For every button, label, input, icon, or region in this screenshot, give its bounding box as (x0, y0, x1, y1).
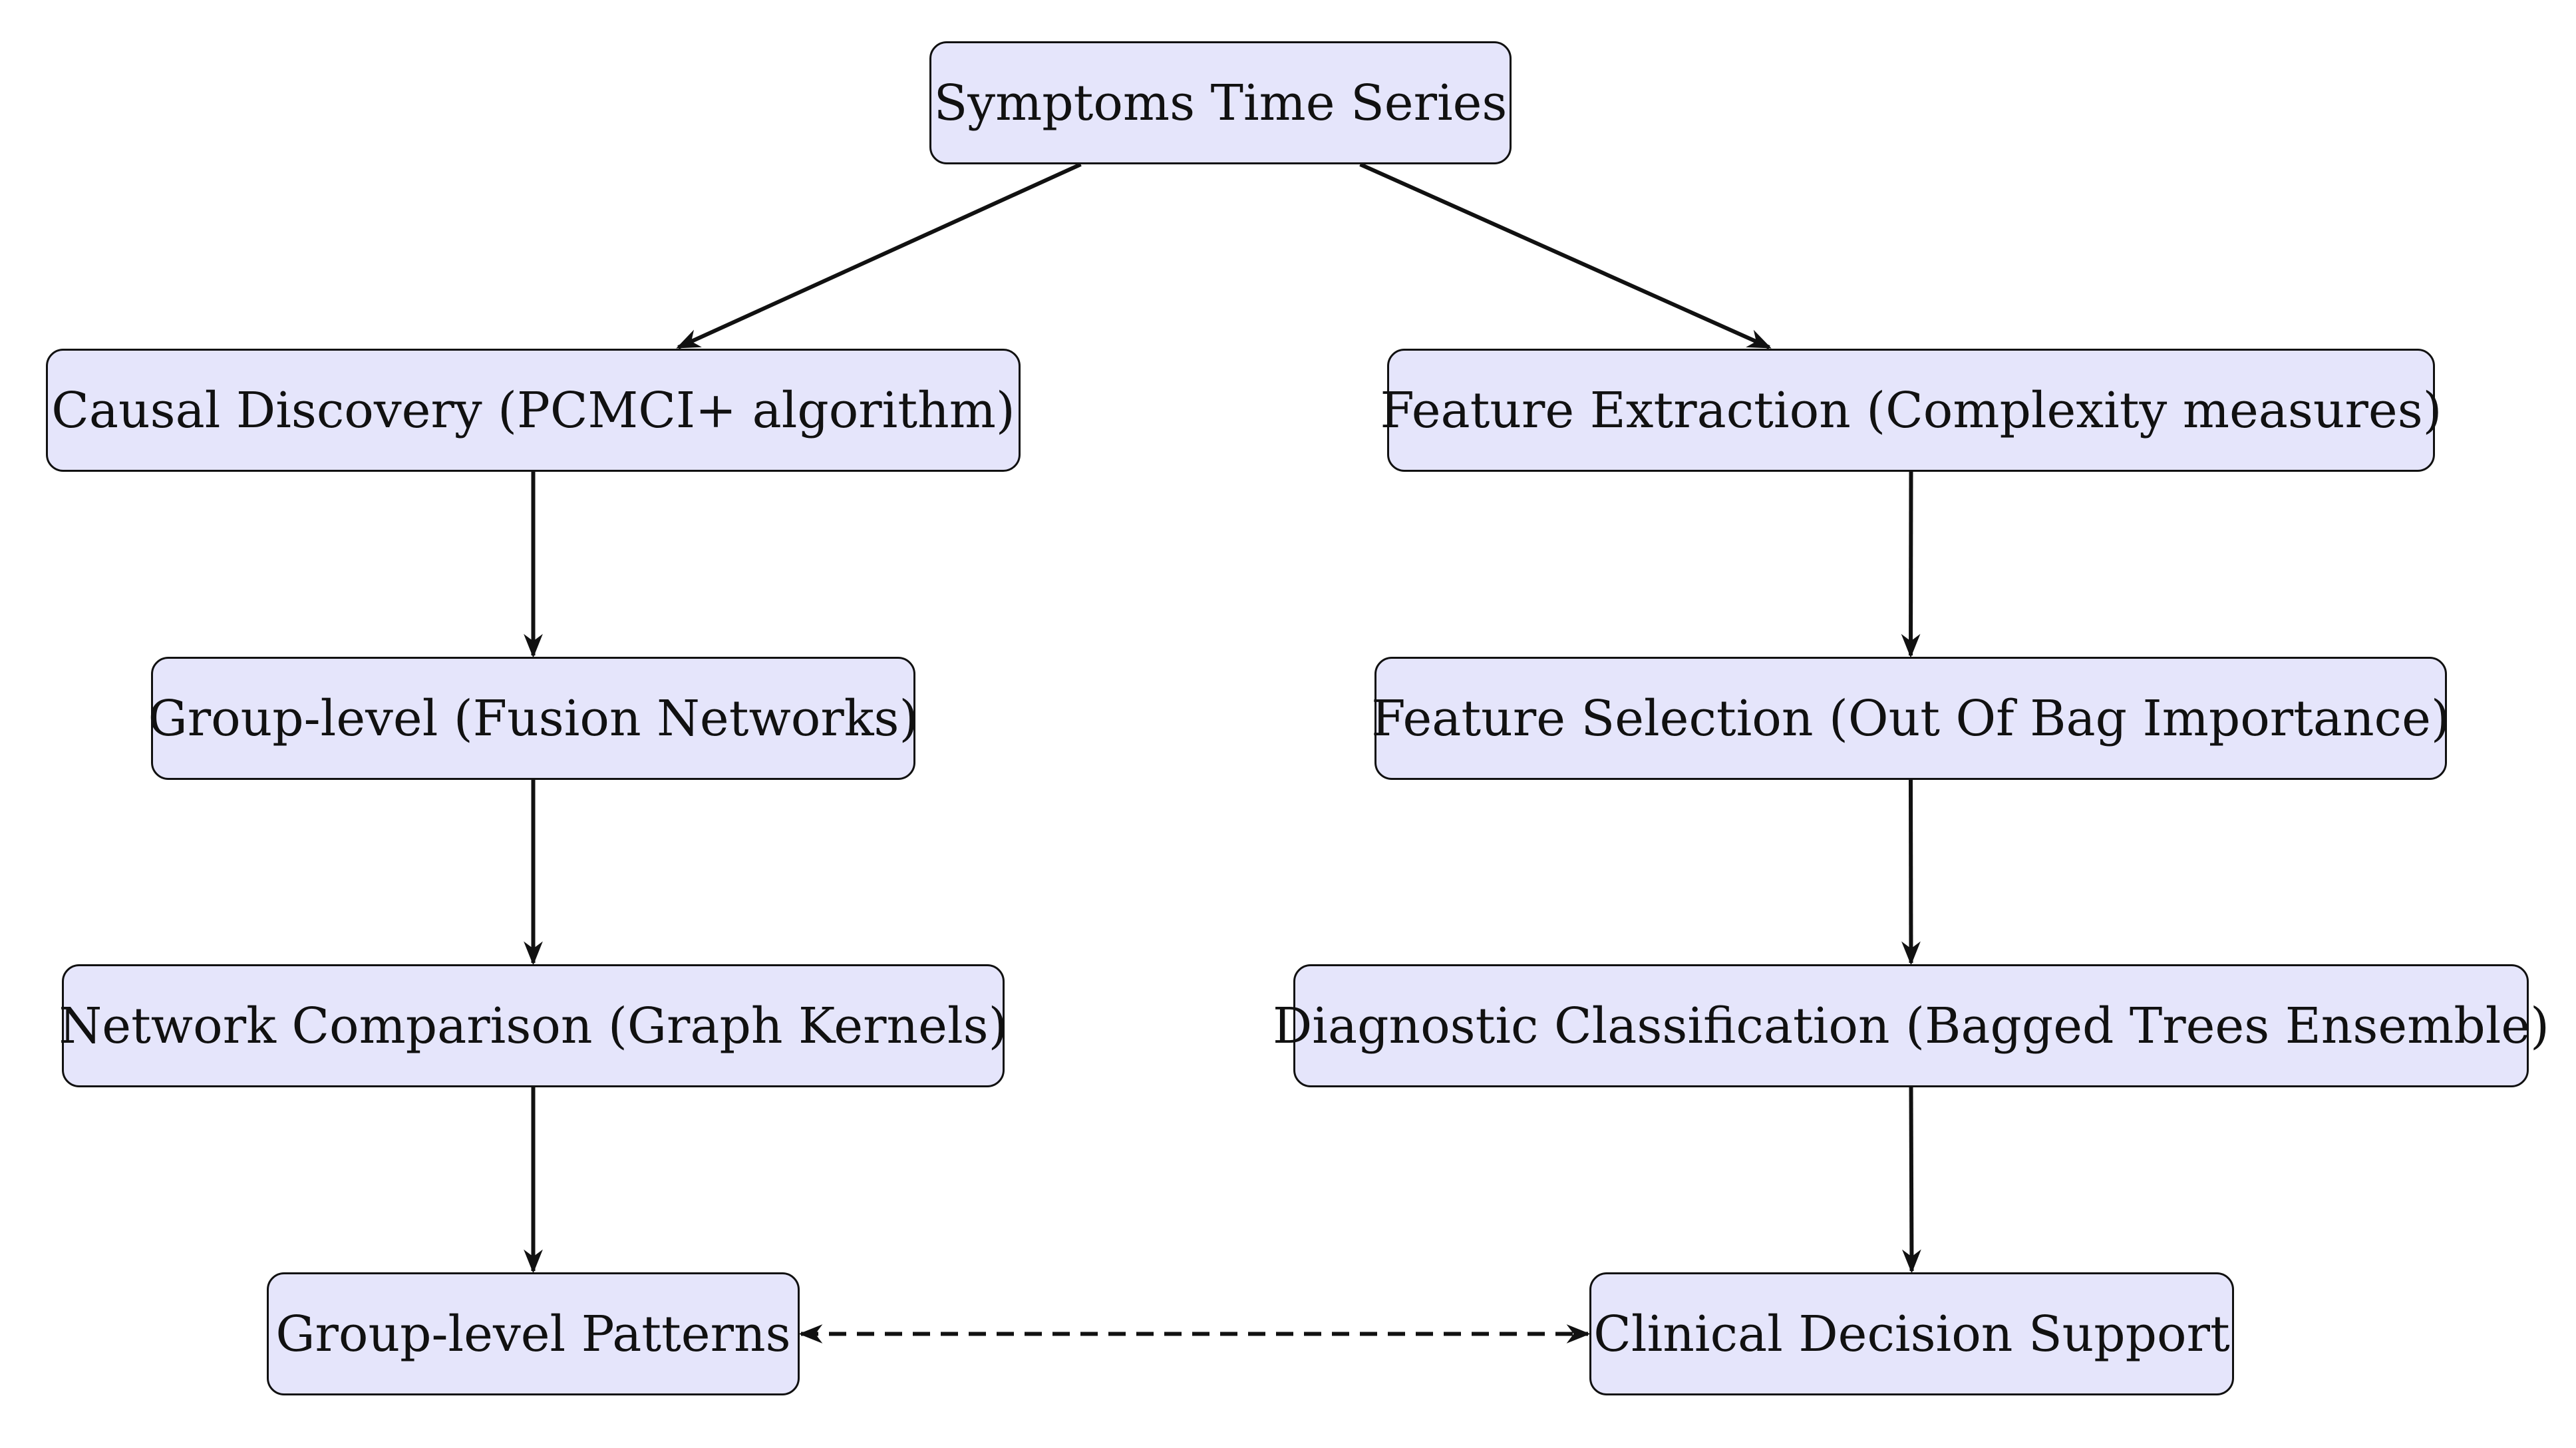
node-diagnostic-classification: Diagnostic Classification (Bagged Trees … (1273, 964, 2549, 1087)
node-group-level-patterns: Group-level Patterns (267, 1272, 800, 1395)
node-feature-selection: Feature Selection (Out Of Bag Importance… (1371, 657, 2450, 780)
node-symptoms-time-series: Symptoms Time Series (929, 41, 1512, 164)
node-feature-extraction: Feature Extraction (Complexity measures) (1380, 349, 2442, 472)
node-group-level-fusion-networks: Group-level (Fusion Networks) (148, 657, 918, 780)
edge-diagnostic-to-clinical (1901, 1087, 1921, 1274)
edge-symptoms-to-feature_extraction (1359, 162, 1772, 349)
node-causal-discovery: Causal Discovery (PCMCI+ algorithm) (46, 349, 1021, 472)
edge-symptoms-to-causal (676, 162, 1082, 349)
node-network-comparison: Network Comparison (Graph Kernels) (59, 964, 1007, 1087)
node-clinical-decision-support: Clinical Decision Support (1589, 1272, 2234, 1395)
